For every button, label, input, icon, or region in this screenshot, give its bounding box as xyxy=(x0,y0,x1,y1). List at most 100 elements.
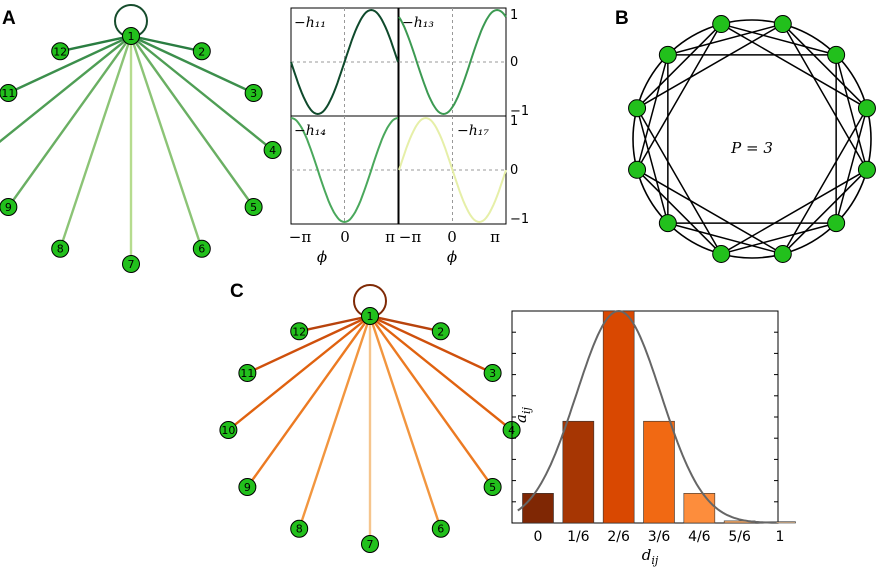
network-c-edge xyxy=(298,314,371,333)
network-a-node-label: 7 xyxy=(128,258,135,271)
subplot-label: −h₁₃ xyxy=(402,15,434,31)
network-c-node-label: 1 xyxy=(367,310,374,323)
ring-node xyxy=(712,244,731,263)
network-a-edge xyxy=(7,34,132,95)
ring-chord xyxy=(835,108,868,224)
network-c-edge xyxy=(368,315,442,530)
network-a-edge xyxy=(129,35,203,250)
subplot-label: −h₁₁ xyxy=(294,15,326,31)
network-c-node xyxy=(361,535,379,553)
network-a-node-label: 1 xyxy=(128,30,135,43)
ring-chord xyxy=(667,23,783,56)
network-a-node xyxy=(244,198,263,216)
network-c-edge xyxy=(369,314,494,375)
gaussian-curve xyxy=(517,309,777,524)
network-a-edge xyxy=(130,35,274,151)
bar xyxy=(522,493,554,524)
subplot-curve xyxy=(398,8,507,116)
network-c-edge xyxy=(298,315,372,530)
ring-annotation: P = 3 xyxy=(730,139,773,157)
xlabel-main: d xyxy=(642,546,652,564)
network-c-node-label: 10 xyxy=(221,424,235,437)
bar xyxy=(643,420,675,524)
bar-chart-xtick: 3/6 xyxy=(648,529,671,545)
bar-chart-xlabel: dij xyxy=(642,546,659,567)
subplot-ytick: 1 xyxy=(510,114,518,129)
bar-chart-xtick: 5/6 xyxy=(728,529,751,545)
ring-chord xyxy=(636,108,669,224)
bar-chart-ylabel: aij xyxy=(512,406,533,422)
network-a-edge xyxy=(59,34,132,53)
subplot-xtick: π xyxy=(490,228,500,246)
ring-chord xyxy=(835,54,868,170)
network-a-node-label: 5 xyxy=(250,201,257,214)
subplot-ytick: 1 xyxy=(510,8,518,23)
network-a-node xyxy=(122,255,140,273)
network-a-node xyxy=(0,84,18,102)
network-a-node xyxy=(192,42,211,61)
ring-network-b xyxy=(628,15,876,263)
subplot-xtick: −π xyxy=(289,228,312,246)
network-c-node xyxy=(290,519,309,538)
network-c-edge xyxy=(227,315,371,431)
ylabel-sub: ij xyxy=(520,406,533,414)
ring-node xyxy=(712,15,731,34)
subplot-xtick: 0 xyxy=(447,228,457,246)
ring-chord xyxy=(636,23,722,109)
panel-b-letter: B xyxy=(615,8,629,29)
ring-chord xyxy=(721,222,837,255)
network-a-node-label: 4 xyxy=(269,144,276,157)
network-c-node-label: 12 xyxy=(292,325,306,338)
subplot-right-xlabel: ϕ xyxy=(447,248,457,266)
ring-chord xyxy=(720,169,868,255)
network-a-node xyxy=(0,198,18,216)
bar xyxy=(683,493,716,524)
xlabel-sub: ij xyxy=(651,554,659,567)
ring-node xyxy=(827,214,846,233)
network-a-edge xyxy=(7,35,132,208)
network-c-node-label: 3 xyxy=(489,367,496,380)
network-c-edge xyxy=(369,315,513,431)
subplot-xtick: −π xyxy=(399,228,422,246)
network-a-node-label: 6 xyxy=(198,243,205,256)
network-c-node xyxy=(238,478,257,496)
subplot-label: −h₁₄ xyxy=(294,123,326,139)
network-c-node-label: 2 xyxy=(437,325,444,338)
bar xyxy=(562,420,595,524)
subplot-curve xyxy=(398,116,507,224)
ring-node xyxy=(773,244,792,263)
network-c-edge xyxy=(369,314,442,333)
network-a-edge xyxy=(130,35,255,208)
network-c-node xyxy=(361,307,379,325)
network-a-edge xyxy=(59,35,133,250)
network-c-node xyxy=(431,519,450,538)
subplot-ytick: 0 xyxy=(510,55,518,70)
subplot-label: −h₁₇ xyxy=(457,123,489,139)
network-a-node-label: 9 xyxy=(5,201,12,214)
network-a-edge xyxy=(130,34,203,53)
bar-chart-xtick: 2/6 xyxy=(607,529,630,545)
ring-chord xyxy=(636,107,722,255)
bar-chart-xtick: 0 xyxy=(534,529,543,545)
panel-c-letter: C xyxy=(230,281,244,302)
network-c-node xyxy=(290,322,309,341)
subplot-ytick: −1 xyxy=(510,104,529,119)
network-c-node xyxy=(238,364,257,382)
subplot-ytick: 0 xyxy=(510,163,518,178)
network-a-node xyxy=(244,84,263,102)
network-c-edge xyxy=(246,315,371,488)
network-a-node-label: 8 xyxy=(57,243,64,256)
bar-chart-xtick: 1/6 xyxy=(567,529,590,545)
network-a-node xyxy=(51,42,70,61)
bar xyxy=(602,310,635,524)
network-c-node-label: 8 xyxy=(296,523,303,536)
ring-chord xyxy=(636,169,722,255)
subplot-ytick: −1 xyxy=(510,212,529,227)
network-c-node-label: 11 xyxy=(240,367,254,380)
ring-chord xyxy=(636,54,669,170)
network-c-node-label: 7 xyxy=(367,538,374,551)
network-a-node-label: 11 xyxy=(1,87,15,100)
subplot-xtick: π xyxy=(385,228,395,246)
